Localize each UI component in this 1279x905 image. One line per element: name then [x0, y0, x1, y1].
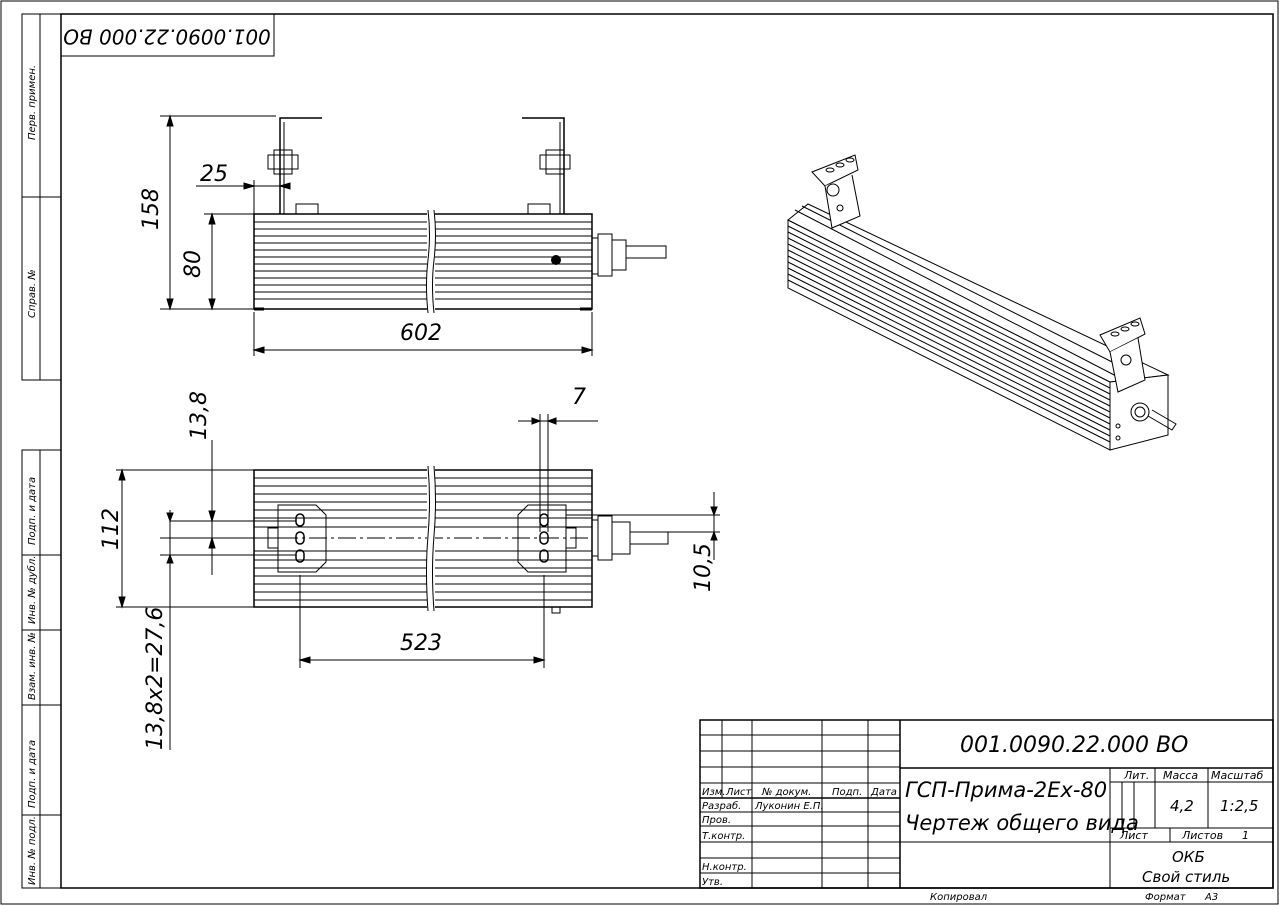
front-view — [253, 117, 667, 314]
footer-format-label: Формат — [1145, 892, 1187, 903]
title-code: 001.0090.22.000 ВО — [960, 733, 1188, 758]
strip-sprav: Справ. № — [27, 269, 38, 318]
hdr-doc: № докум. — [761, 787, 811, 798]
plan-view — [253, 465, 669, 614]
razrab-name: Луконин Е.П. — [754, 801, 824, 812]
rotated-stamp: 001.0090.22.000 ВО — [60, 13, 275, 57]
strip-inv-dubl: Инв. № дубл. — [26, 556, 38, 624]
dim-7: 7 — [572, 385, 586, 410]
mass-label: Масса — [1163, 769, 1198, 782]
dim-10-5: 10,5 — [691, 543, 716, 592]
dim-112: 112 — [99, 508, 124, 550]
title-name-2: Чертеж общего вида — [905, 811, 1139, 835]
scale-value: 1:2,5 — [1220, 797, 1258, 815]
row-tkontr: Т.контр. — [702, 831, 745, 842]
strip-podp2: Подп. и дата — [27, 740, 38, 808]
scale-label: Масштаб — [1211, 769, 1263, 782]
footer-copied: Копировал — [930, 892, 988, 903]
hdr-list: Лист — [725, 787, 753, 798]
strip-inv-podl: Инв. № подл. — [27, 816, 38, 885]
dim-80: 80 — [181, 250, 206, 278]
dim-523: 523 — [400, 631, 442, 656]
rotated-stamp-code: 001.0090.22.000 ВО — [63, 25, 271, 49]
title-block — [699, 719, 1274, 889]
front-view-dims — [160, 114, 594, 356]
sheet-label: Лист — [1119, 829, 1148, 842]
org-line1: ОКБ — [1172, 848, 1205, 866]
row-prov: Пров. — [702, 815, 731, 826]
dim-13x2: 13,8х2=27,6 — [143, 607, 168, 750]
strip-vzam: Взам. инв. № — [27, 632, 38, 700]
lit-label: Лит. — [1123, 769, 1149, 782]
dim-13-8: 13,8 — [187, 391, 212, 440]
mass-value: 4,2 — [1170, 797, 1194, 815]
dim-602: 602 — [400, 321, 442, 346]
dim-158: 158 — [139, 188, 164, 230]
row-nkontr: Н.контр. — [702, 862, 747, 873]
hdr-podp: Подп. — [832, 787, 862, 798]
strip-perv: Перв. примен. — [27, 65, 38, 140]
plan-view-dims — [116, 414, 720, 750]
org-line2: Свой стиль — [1142, 868, 1230, 886]
sheets-value: 1 — [1242, 829, 1249, 842]
hdr-date: Дата — [870, 787, 897, 798]
footer-format-value: А3 — [1204, 892, 1218, 903]
sheets-label: Листов — [1181, 829, 1223, 842]
row-razrab: Разраб. — [702, 800, 741, 812]
strip-podp1: Подп. и дата — [27, 477, 38, 545]
dim-25: 25 — [200, 162, 228, 187]
isometric-view — [787, 154, 1177, 451]
title-name-1: ГСП-Прима-2Ex-80 — [905, 778, 1107, 802]
side-strip: Перв. примен. Справ. № Подп. и дата Инв.… — [21, 13, 62, 889]
row-utv: Утв. — [702, 877, 723, 888]
hdr-izm: Изм. — [702, 787, 726, 798]
